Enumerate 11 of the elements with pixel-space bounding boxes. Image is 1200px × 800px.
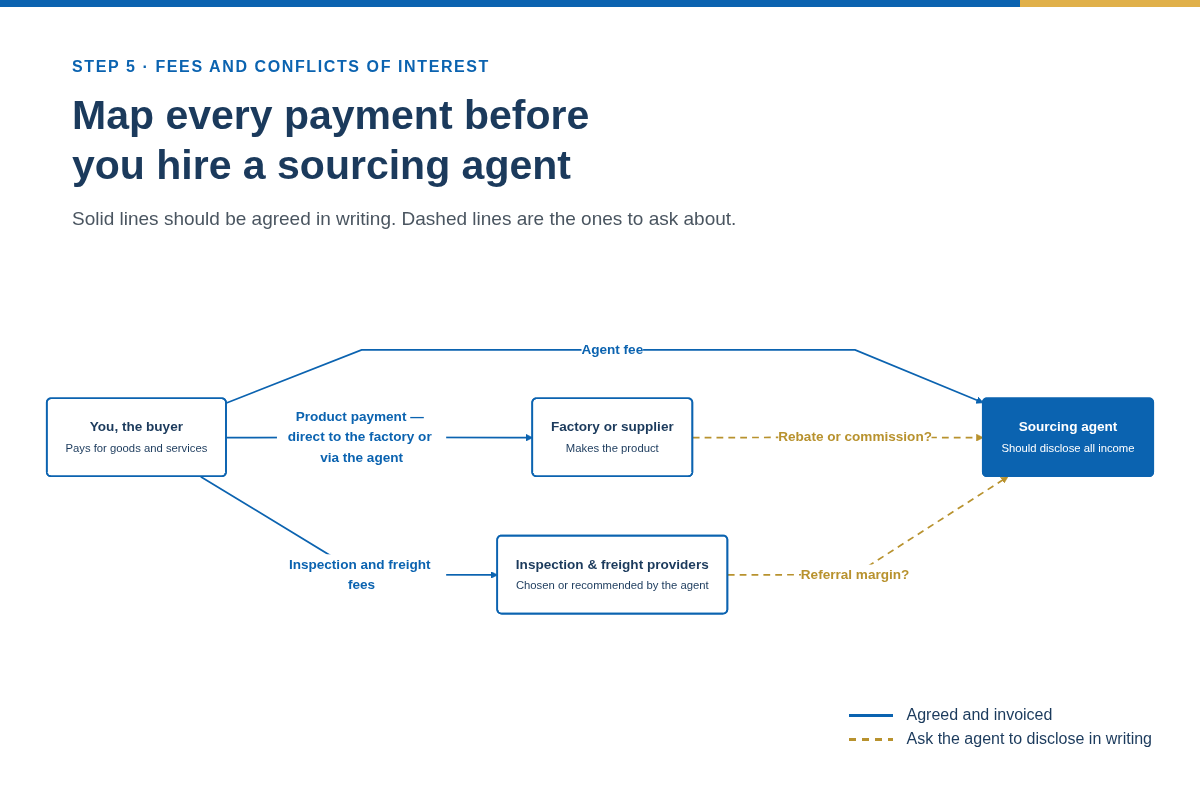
edge-label: Referral margin? xyxy=(800,567,910,582)
legend-text: Ask the agent to disclose in writing xyxy=(906,730,1152,748)
diagram-title: Map every payment before you hire a sourcing agent xyxy=(72,91,591,190)
eyebrow-text: STEP 5 · FEES AND CONFLICTS OF INTEREST xyxy=(72,58,490,76)
edge-label: Product payment — direct to the factory or via the agent xyxy=(287,409,432,465)
edge-label: Agent fee xyxy=(581,342,644,358)
edge-label: Rebate or commission? xyxy=(778,429,932,445)
subtitle-text: Solid lines should be agreed in writing. Dashed lines are the ones to ask about. xyxy=(72,208,737,230)
edge-label: Inspection and freight fees xyxy=(288,557,431,592)
arrow xyxy=(225,349,984,405)
legend-text: Agreed and invoiced xyxy=(906,706,1053,724)
